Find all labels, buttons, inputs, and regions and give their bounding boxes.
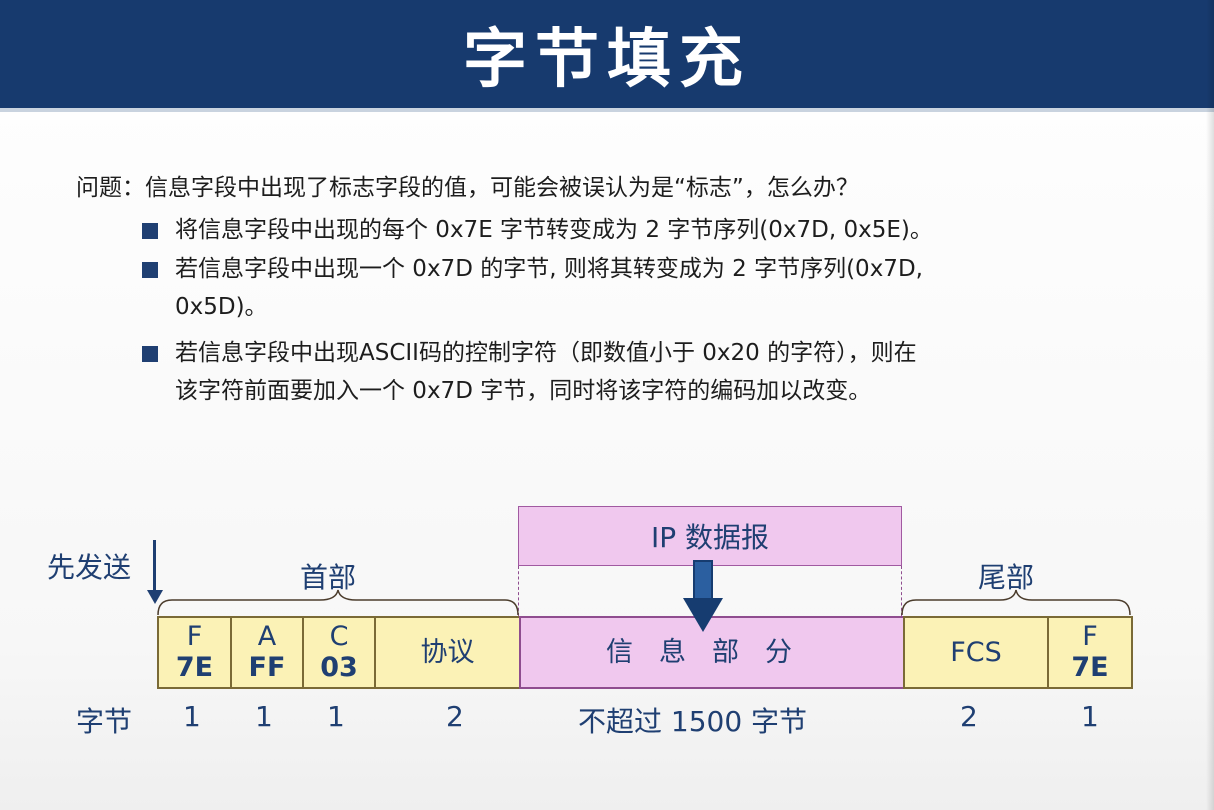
field-value: 7E xyxy=(175,651,214,683)
field-address: A FF xyxy=(230,616,304,689)
byte-count: 2 xyxy=(960,700,978,733)
ppp-frame: F 7E A FF C 03 协议 信息部分 FCS F 7E xyxy=(157,616,1133,689)
byte-count: 1 xyxy=(327,700,345,733)
question-text: 问题：信息字段中出现了标志字段的值，可能会被误认为是“标志”，怎么办？ xyxy=(76,175,859,201)
field-name: 信息部分 xyxy=(606,636,818,668)
ip-dashed-line-right xyxy=(901,566,902,616)
header-brace xyxy=(157,589,519,616)
bullet-3-line-1: 若信息字段中出现ASCII码的控制字符（即数值小于 0x20 的字符），则在 xyxy=(175,340,917,366)
send-direction-arrowhead-icon xyxy=(147,590,163,604)
byte-count: 1 xyxy=(255,700,273,733)
byte-count: 2 xyxy=(446,700,464,733)
slide-title: 字节填充 xyxy=(463,23,751,97)
bullet-square-icon xyxy=(142,223,158,239)
field-protocol: 协议 xyxy=(374,616,521,689)
field-fcs: FCS xyxy=(903,616,1049,689)
field-name: 协议 xyxy=(420,636,475,668)
header-label: 首部 xyxy=(300,561,357,594)
bullet-2-line-1: 若信息字段中出现一个 0x7D 的字节, 则将其转变成为 2 字节序列(0x7D… xyxy=(175,256,923,282)
field-flag-start: F 7E xyxy=(157,616,232,689)
field-name: A xyxy=(257,620,277,652)
bullet-1-text: 将信息字段中出现的每个 0x7E 字节转变成为 2 字节序列(0x7D, 0x5… xyxy=(175,211,1175,249)
byte-count: 1 xyxy=(183,700,201,733)
bullet-2-text: 若信息字段中出现一个 0x7D 的字节, 则将其转变成为 2 字节序列(0x7D… xyxy=(175,250,1175,326)
down-arrowhead-icon xyxy=(683,598,723,632)
bullet-3-text: 若信息字段中出现ASCII码的控制字符（即数值小于 0x20 的字符），则在 该… xyxy=(175,334,1175,410)
title-bar: 字节填充 xyxy=(0,0,1214,112)
field-name: FCS xyxy=(950,636,1002,668)
bytes-label: 字节 xyxy=(76,705,133,738)
field-name: C xyxy=(329,620,349,652)
bullet-2-line-2: 0x5D)。 xyxy=(175,294,268,320)
field-name: F xyxy=(1082,620,1098,652)
send-direction-arrow-icon xyxy=(153,540,156,592)
byte-count: 1 xyxy=(1081,700,1099,733)
trailer-brace xyxy=(901,589,1131,616)
field-value: 03 xyxy=(320,651,358,683)
slide-edge-shadow xyxy=(1206,0,1214,810)
bullet-1-line-1: 将信息字段中出现的每个 0x7E 字节转变成为 2 字节序列(0x7D, 0x5… xyxy=(175,217,933,243)
ip-dashed-line-left xyxy=(518,566,519,616)
first-send-label: 先发送 xyxy=(47,551,132,584)
bullet-3-line-2: 该字符前面要加入一个 0x7D 字节，同时将该字符的编码加以改变。 xyxy=(175,378,872,404)
field-value: 7E xyxy=(1071,651,1109,683)
bullet-square-icon xyxy=(142,262,158,278)
field-value: FF xyxy=(248,651,286,683)
ip-datagram-label: IP 数据报 xyxy=(650,521,770,554)
trailer-label: 尾部 xyxy=(978,561,1035,594)
down-arrow-icon xyxy=(693,560,713,602)
field-control: C 03 xyxy=(302,616,376,689)
bullet-square-icon xyxy=(142,346,158,362)
field-flag-end: F 7E xyxy=(1047,616,1133,689)
field-name: F xyxy=(186,620,203,652)
byte-count: 不超过 1500 字节 xyxy=(578,705,808,738)
